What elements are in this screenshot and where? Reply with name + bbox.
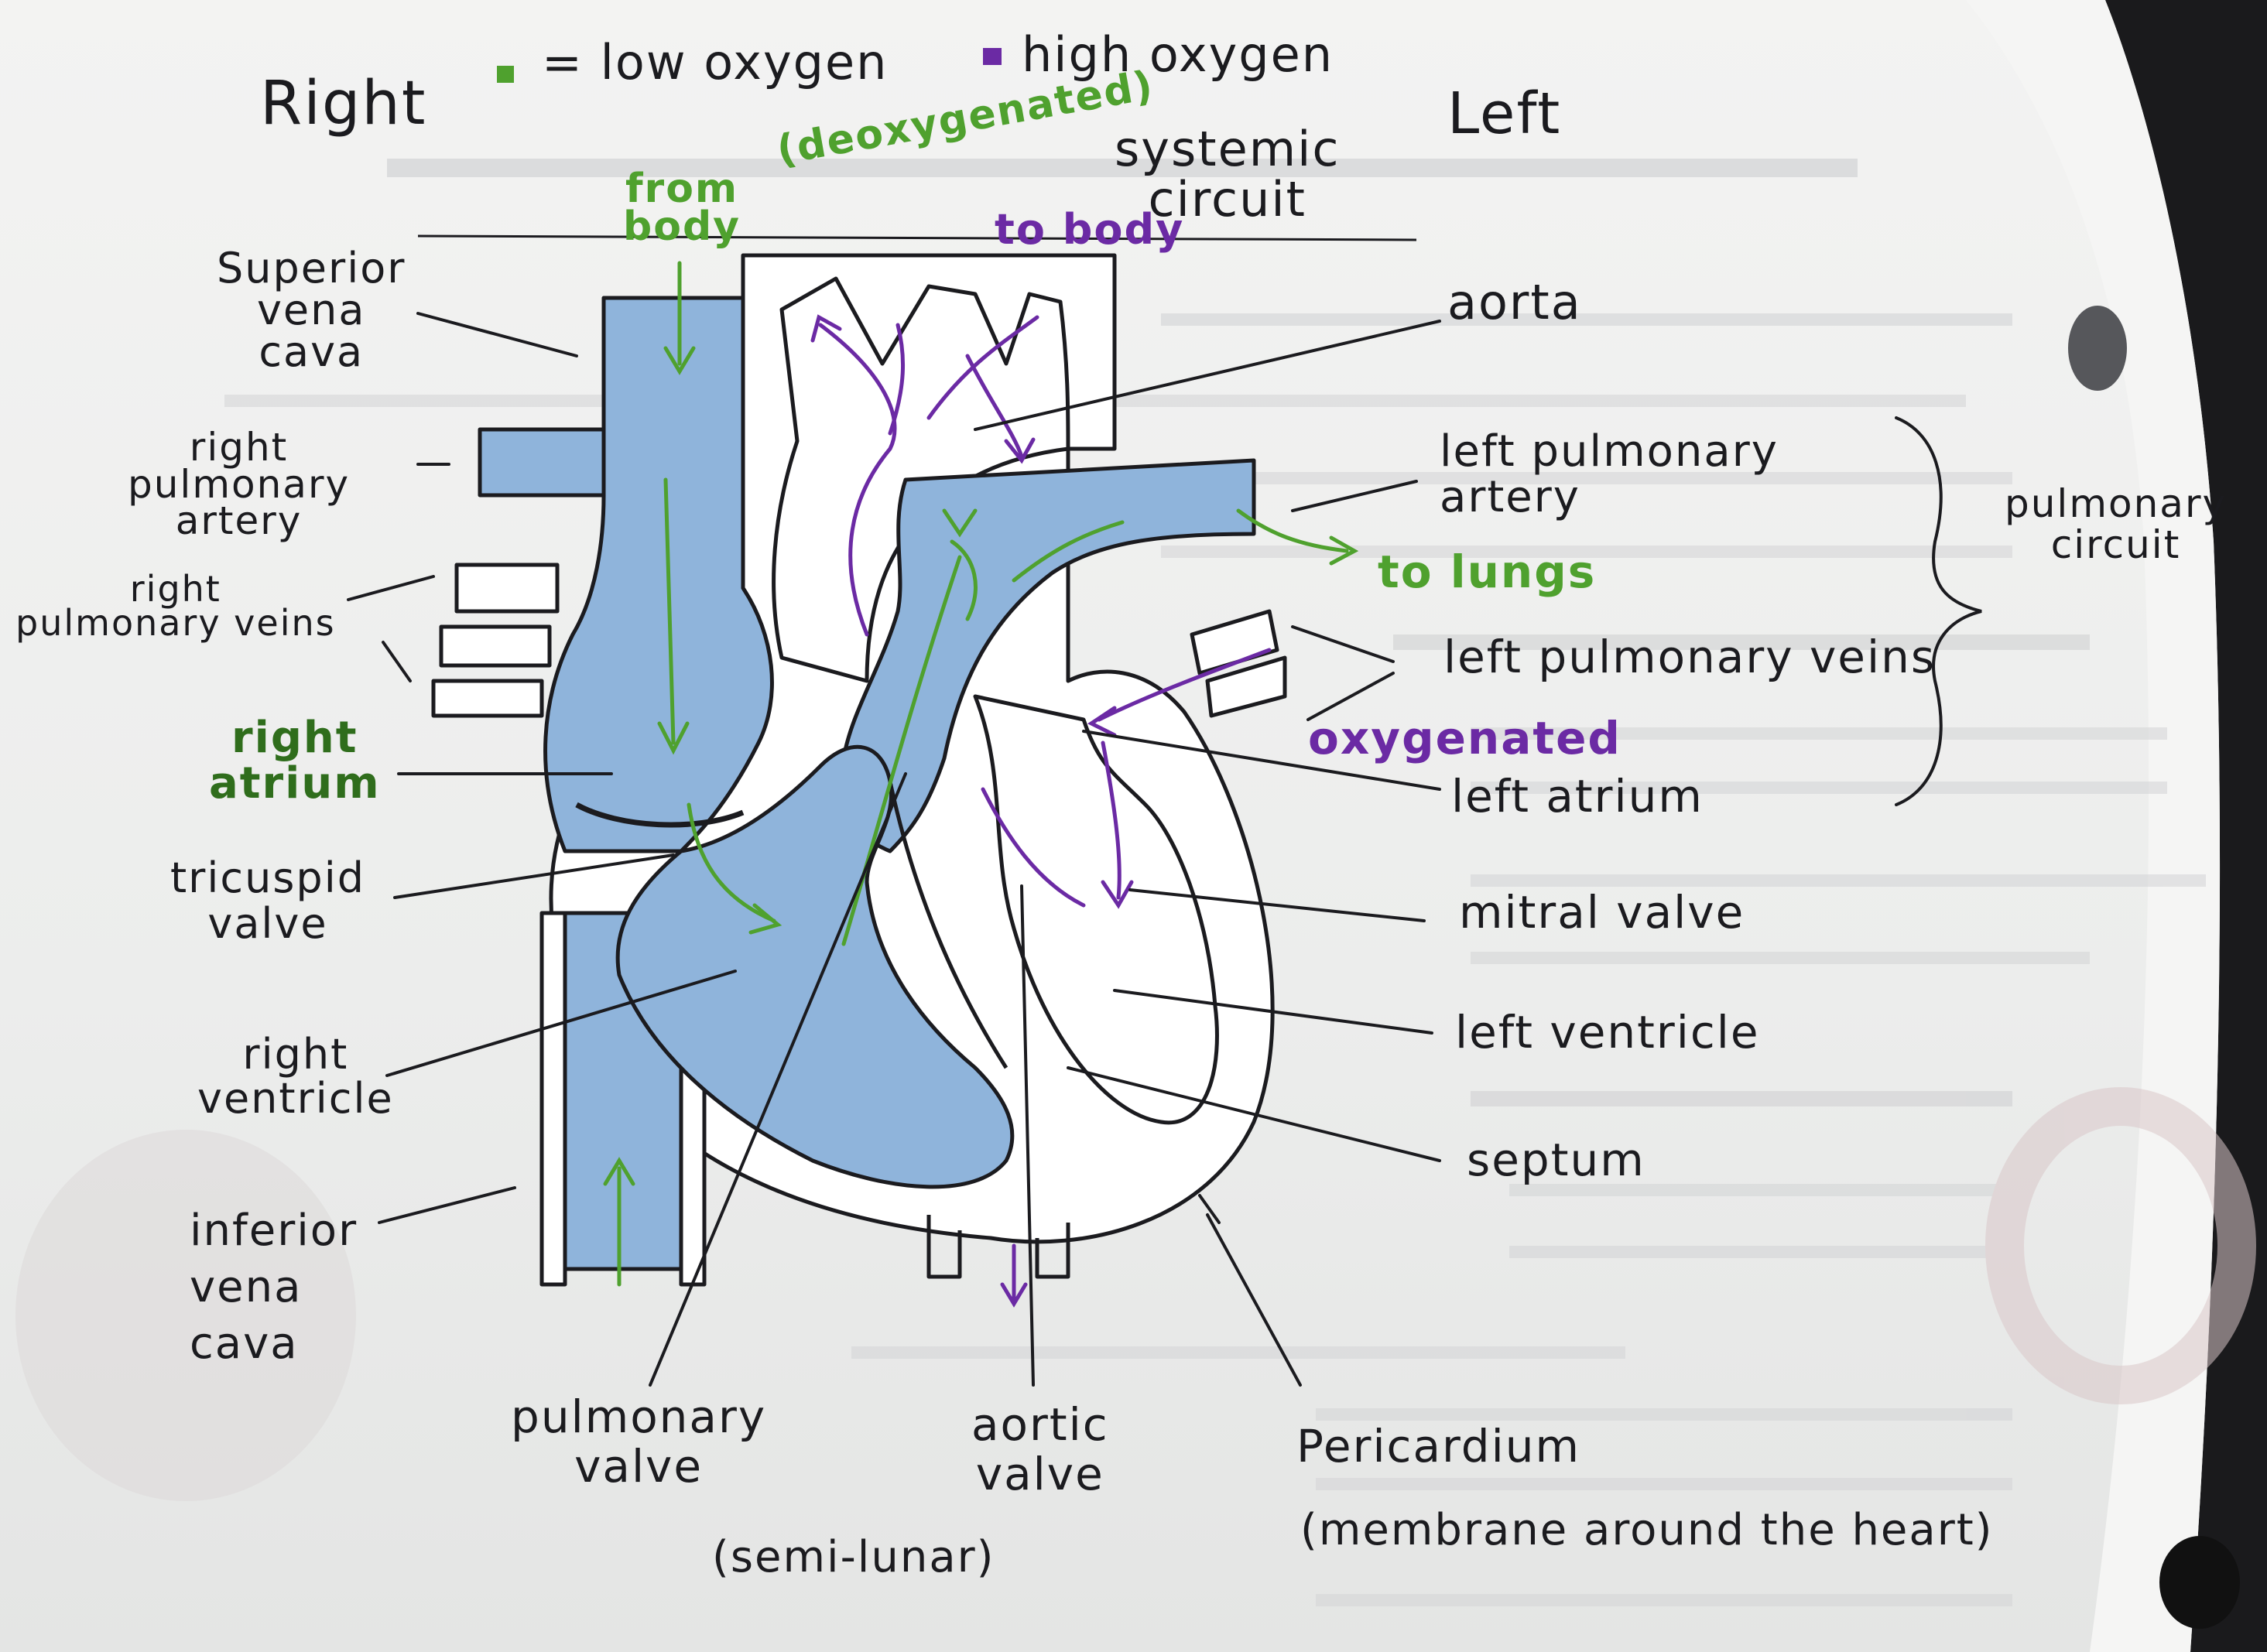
purple-arrowhead-la — [1101, 880, 1134, 909]
purple-arrowhead-aortic — [1000, 1282, 1028, 1308]
leader-ivc — [378, 1186, 516, 1224]
left-pulmonary-vein-1 — [1190, 609, 1279, 676]
purple-arrow-lv — [981, 787, 1086, 908]
purple-arrow-down — [965, 354, 1024, 459]
leader-pericardium-tip — [1198, 1194, 1221, 1224]
green-arrow-lpa — [1012, 520, 1125, 583]
label-pulmonary-valve: pulmonary valve — [511, 1390, 767, 1493]
high-oxygen-arrows — [810, 314, 1272, 1308]
leader-lpv-1 — [1291, 625, 1395, 663]
label-semi-lunar: (semi-lunar) — [712, 1532, 995, 1582]
label-to-body: to body — [995, 205, 1185, 254]
purple-arrow-la — [1101, 740, 1122, 900]
purple-arrow-lpv — [1097, 648, 1272, 722]
binder-hole-bottom — [2159, 1536, 2240, 1629]
green-arrow-ra — [663, 477, 676, 745]
label-left: Left — [1447, 80, 1562, 147]
green-arrowhead-pulm — [942, 508, 978, 538]
right-pulmonary-vein-upper — [454, 563, 560, 614]
left-ventricle-chamber — [973, 694, 1219, 1125]
superior-vena-cava — [543, 296, 774, 853]
tricuspid-valve-shape — [575, 802, 745, 828]
left-pulmonary-vein-2 — [1205, 655, 1287, 718]
label-right-pulmonary-veins: right pulmonary veins — [15, 568, 336, 644]
page-curl — [1966, 0, 2221, 1652]
label-tricuspid-valve: tricuspid valve — [170, 853, 365, 949]
purple-arrowhead-lpv — [1087, 706, 1117, 737]
high-oxygen-swatch — [983, 48, 1002, 65]
leader-tricuspid — [393, 853, 675, 899]
leader-left-atrium — [1082, 730, 1441, 791]
leader-right-ventricle — [385, 970, 737, 1077]
green-arrowhead-ra — [657, 721, 690, 755]
label-left-ventricle: left ventricle — [1455, 1006, 1760, 1059]
green-arrow-lungs — [1236, 508, 1349, 553]
purple-arrow-mid — [888, 323, 906, 436]
pulmonary-brace — [1895, 416, 1982, 806]
legend-low-oxygen: = low oxygen — [542, 34, 889, 91]
label-mitral-valve: mitral valve — [1459, 886, 1745, 939]
leader-aortic-valve — [1020, 884, 1035, 1387]
label-left-pulmonary-veins: left pulmonary veins — [1443, 631, 1937, 683]
label-from-body: from body — [623, 166, 741, 251]
header-rule — [417, 234, 1417, 241]
label-inferior-vena-cava: inferior vena cava — [190, 1206, 358, 1369]
label-aorta: aorta — [1447, 274, 1582, 330]
label-to-lungs: to lungs — [1378, 546, 1597, 598]
purple-arrow-right — [926, 315, 1039, 420]
leader-lpv-2 — [1306, 672, 1395, 721]
ivc-wall-left — [539, 911, 567, 1287]
heart — [431, 253, 1287, 1287]
leader-rpv-1 — [347, 575, 435, 601]
right-ventricle — [615, 744, 1015, 1189]
label-left-atrium: left atrium — [1451, 770, 1704, 823]
purple-arrow-arch — [818, 323, 897, 637]
leader-lpa — [1291, 480, 1418, 512]
label-superior-vena-cava: Superior vena cava — [217, 244, 406, 376]
green-arrow-rv — [687, 802, 776, 923]
purple-arrowhead-left — [810, 314, 842, 343]
green-arrowhead-svc — [663, 346, 696, 375]
leader-rpv-2 — [382, 641, 412, 682]
leader-aorta — [974, 320, 1441, 431]
label-pericardium: Pericardium — [1296, 1420, 1580, 1472]
septum-wall — [888, 781, 1009, 1069]
label-right-atrium: right atrium — [209, 713, 381, 809]
legend-high-oxygen: high oxygen — [1022, 26, 1334, 83]
binder-hole-top — [2068, 306, 2127, 391]
green-arrowhead-ivc — [603, 1157, 635, 1186]
leader-pulmonary-valve — [649, 772, 907, 1387]
green-arrow-pulm-trunk — [841, 555, 962, 946]
label-right-ventricle: right ventricle — [197, 1030, 394, 1123]
label-septum: septum — [1467, 1134, 1645, 1186]
label-left-pulmonary-artery: left pulmonary artery — [1440, 426, 1779, 522]
green-arrowhead-lungs — [1329, 535, 1359, 566]
aortic-stub — [926, 1215, 1070, 1279]
green-curl — [950, 539, 978, 621]
leader-mitral — [1128, 888, 1426, 922]
green-arrowhead-rv — [748, 903, 782, 935]
label-membrane: (membrane around the heart) — [1300, 1505, 1994, 1555]
label-pulmonary-circuit: pulmonary circuit — [2005, 481, 2228, 567]
low-oxygen-swatch — [497, 66, 514, 83]
leader-pericardium — [1206, 1213, 1302, 1387]
label-right: Right — [260, 69, 427, 139]
leader-septum — [1067, 1066, 1441, 1162]
label-aortic-valve: aortic valve — [971, 1398, 1109, 1500]
leader-svc — [416, 312, 578, 357]
purple-arrowhead-down — [1004, 437, 1036, 464]
leader-lines — [347, 312, 1982, 1387]
label-oxygenated: oxygenated — [1308, 712, 1621, 764]
right-pulmonary-vein-mid — [439, 624, 552, 668]
low-oxygen-arrows — [603, 261, 1359, 1287]
label-right-pulmonary-artery: right pulmonary artery — [128, 425, 351, 543]
right-pulmonary-vein-lower — [431, 679, 544, 718]
right-pulmonary-artery — [478, 427, 606, 498]
leader-left-ventricle — [1113, 989, 1433, 1035]
label-systemic-circuit: systemic circuit — [1115, 121, 1341, 228]
